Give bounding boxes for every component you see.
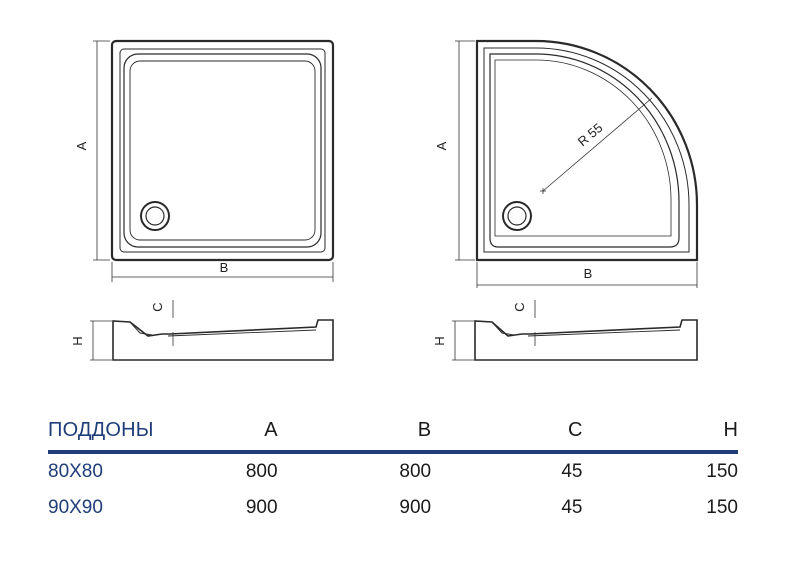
quadrant-dim-b-label: B <box>584 266 593 281</box>
radius-label: R 55 <box>575 120 606 149</box>
column-header-c: C <box>568 418 583 441</box>
quadrant-dim-a-label: A <box>434 141 449 150</box>
value-h-cell: 150 <box>706 461 738 482</box>
quadrant-tray-top-view: R 55 A B <box>434 39 699 288</box>
value-c-cell: 45 <box>561 497 583 518</box>
value-a-cell: 800 <box>245 461 278 482</box>
quadrant-tray-side-profile: C H <box>432 300 698 361</box>
value-b-cell: 900 <box>399 497 432 518</box>
square-tray-side-profile: C H <box>70 300 334 361</box>
quadrant-dim-c-label: C <box>512 302 527 311</box>
table-row: 80X80 800 800 45 150 <box>48 454 738 490</box>
column-header-h: H <box>723 418 738 441</box>
table-header-row: ПОДДОНЫ A B C H <box>48 410 738 450</box>
table-title: ПОДДОНЫ <box>48 418 154 441</box>
value-c-cell: 45 <box>561 461 583 482</box>
square-dim-c-label: C <box>150 302 165 311</box>
header-divider <box>48 450 738 454</box>
square-dim-a-label: A <box>74 141 89 150</box>
column-header-a: A <box>264 418 278 441</box>
table-row: 90X90 900 900 45 150 <box>48 490 738 526</box>
value-h-cell: 150 <box>706 497 738 518</box>
square-dim-b-label: B <box>220 260 229 275</box>
drain-icon <box>502 201 532 231</box>
model-cell: 80X80 <box>48 461 103 482</box>
square-dim-h-label: H <box>70 336 85 345</box>
spec-table: ПОДДОНЫ A B C H 80X80 800 800 45 150 90X… <box>48 410 738 526</box>
value-b-cell: 800 <box>399 461 432 482</box>
column-header-b: B <box>417 418 432 441</box>
technical-drawing: A B C H R 55 <box>70 39 699 361</box>
drain-icon <box>140 201 170 231</box>
value-a-cell: 900 <box>245 497 278 518</box>
model-cell: 90X90 <box>48 497 103 518</box>
quadrant-dim-h-label: H <box>432 336 447 345</box>
square-tray-top-view: A B <box>74 39 335 282</box>
